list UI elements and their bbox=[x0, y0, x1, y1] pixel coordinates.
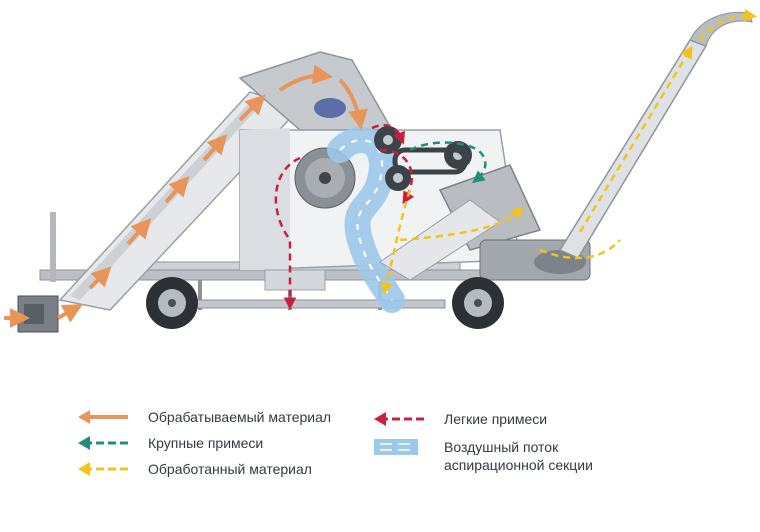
orange-arrow-icon bbox=[78, 410, 128, 424]
sieve-drums bbox=[374, 126, 472, 191]
legend-label-processed-material: Обрабатываемый материал bbox=[148, 409, 332, 425]
legend-label-light-impurities: Легкие примеси bbox=[444, 411, 548, 427]
wheel-right bbox=[452, 277, 504, 329]
green-arrow-icon bbox=[78, 436, 128, 450]
legend-item-finished-material: Обработанный материал bbox=[76, 460, 312, 478]
legend-label-finished-material: Обработанный материал bbox=[148, 461, 312, 477]
wheel-left bbox=[146, 277, 198, 329]
legend-item-light-impurities: Легкие примеси bbox=[372, 410, 547, 428]
red-arrow-icon bbox=[374, 412, 424, 426]
air-flow-icon bbox=[374, 439, 418, 455]
legend-item-processed-material: Обрабатываемый материал bbox=[76, 408, 331, 426]
aspiration-fan bbox=[294, 147, 356, 209]
legend: Обрабатываемый материал Крупные примеси … bbox=[0, 400, 760, 520]
grain-cleaning-machine-diagram bbox=[4, 9, 757, 333]
yellow-arrow-icon bbox=[78, 462, 128, 476]
processed-material-flow bbox=[4, 64, 368, 328]
legend-label-coarse-impurities: Крупные примеси bbox=[148, 435, 264, 451]
inlet-hopper bbox=[17, 295, 59, 333]
legend-item-coarse-impurities: Крупные примеси bbox=[76, 434, 263, 452]
legend-label-air-flow: Воздушный поток аспирационной секции bbox=[444, 439, 593, 473]
finished-material-flow bbox=[380, 9, 757, 295]
discharge-elevator bbox=[558, 11, 753, 259]
legend-item-air-flow: Воздушный поток аспирационной секции bbox=[372, 438, 593, 474]
air-flow-dashes bbox=[339, 139, 393, 301]
